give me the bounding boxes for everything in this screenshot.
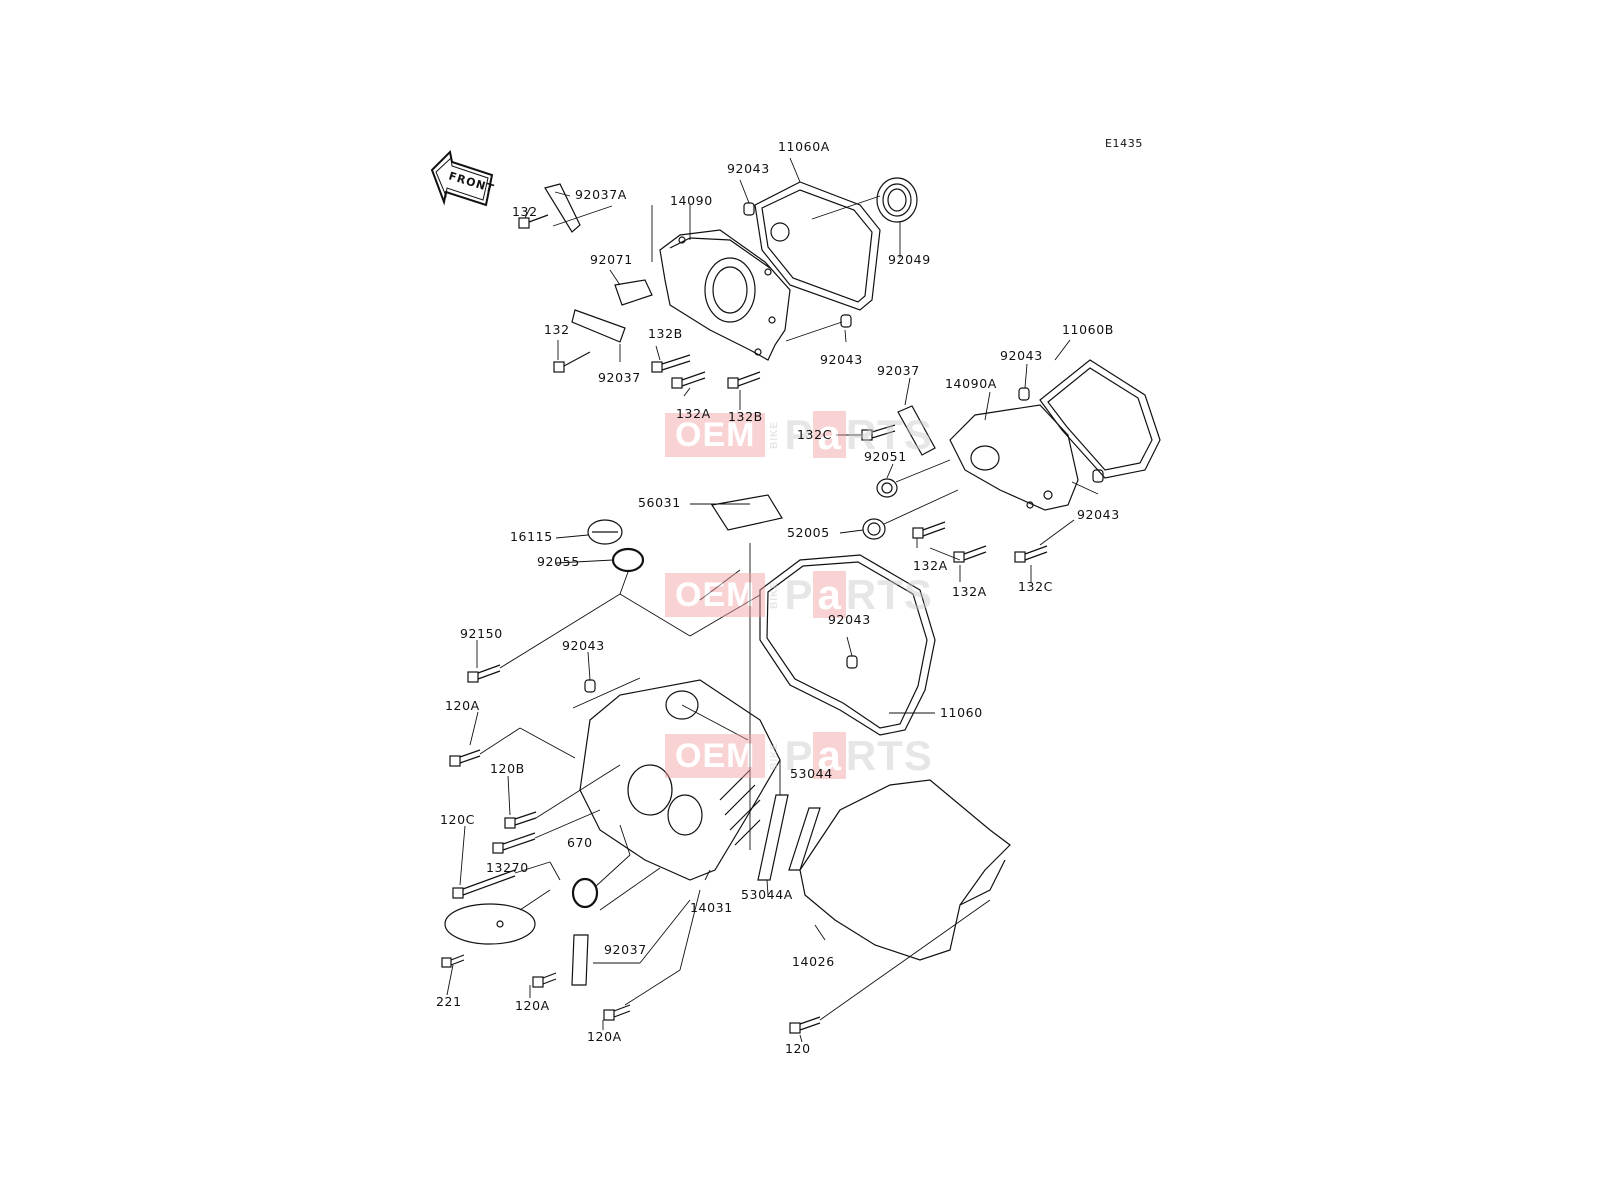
watermark: OEM BIKE PaRTS xyxy=(665,411,933,458)
cover-14090A-shape xyxy=(949,404,1079,511)
screw-221-shape xyxy=(441,954,465,968)
clamp-92037-shape xyxy=(897,405,936,456)
bolt-120C-shape xyxy=(492,832,536,854)
leader-lines xyxy=(446,157,1099,1043)
bolt-132A-shape xyxy=(953,545,987,563)
part-label[interactable]: 14090A xyxy=(945,376,997,391)
part-label[interactable]: 92150 xyxy=(460,626,503,641)
part-label[interactable]: 132 xyxy=(512,204,538,219)
bolt-132A-shape xyxy=(912,521,946,539)
bolt-92150-shape xyxy=(467,664,501,683)
o-ring-92055-shape xyxy=(611,547,645,573)
part-label[interactable]: 132C xyxy=(1018,579,1053,594)
part-label[interactable]: 92037 xyxy=(877,363,920,378)
clamp-92037-shape xyxy=(571,309,626,343)
part-label[interactable]: 120A xyxy=(515,998,550,1013)
part-label[interactable]: 132B xyxy=(648,326,683,341)
o-ring-670-shape xyxy=(571,877,599,909)
part-label[interactable]: 11060B xyxy=(1062,322,1114,337)
bolt-132B-shape xyxy=(727,371,761,389)
label-plate-56031-shape xyxy=(711,494,783,531)
bolt-132-shape xyxy=(553,351,591,373)
watermark: OEM BIKE PaRTS xyxy=(665,732,933,779)
plate-92071-shape xyxy=(614,279,653,306)
part-label[interactable]: 132A xyxy=(952,584,987,599)
part-label[interactable]: 14031 xyxy=(690,900,733,915)
part-label[interactable]: 11060 xyxy=(940,705,983,720)
dowel-pin-shape xyxy=(743,202,755,216)
part-label[interactable]: 92043 xyxy=(727,161,770,176)
part-label[interactable]: 53044 xyxy=(790,766,833,781)
part-label[interactable]: 132A xyxy=(913,558,948,573)
collar-92051-shape xyxy=(876,478,898,498)
part-label[interactable]: 92037 xyxy=(598,370,641,385)
cap-16115-shape xyxy=(587,519,623,545)
bolt-120A-shape xyxy=(532,972,557,988)
part-label[interactable]: 120A xyxy=(445,698,480,713)
part-label[interactable]: 92049 xyxy=(888,252,931,267)
dowel-pin-shape xyxy=(846,655,858,669)
gasket-11060-shape xyxy=(759,554,936,736)
bolt-120-shape xyxy=(789,1016,821,1034)
part-label[interactable]: 132B xyxy=(728,409,763,424)
bolt-120A-shape xyxy=(603,1004,631,1021)
clamp-92037A-shape xyxy=(544,183,581,233)
part-label[interactable]: 56031 xyxy=(638,495,681,510)
part-label[interactable]: 221 xyxy=(436,994,462,1009)
part-label[interactable]: 14090 xyxy=(670,193,713,208)
oil-seal-92049-shape xyxy=(876,177,918,223)
bolt-120C-shape xyxy=(452,869,516,899)
clamp-92037-low-shape xyxy=(571,934,589,986)
bolt-120A-shape xyxy=(449,749,481,767)
cover-13270-shape xyxy=(444,903,536,945)
bearing-52005-shape xyxy=(862,518,886,540)
dowel-pin-shape xyxy=(840,314,852,328)
bolt-132C-shape xyxy=(1014,545,1048,563)
watermark: OEM BIKE PaRTS xyxy=(665,571,933,618)
part-label[interactable]: 92043 xyxy=(1077,507,1120,522)
part-label[interactable]: 92043 xyxy=(820,352,863,367)
part-label[interactable]: 16115 xyxy=(510,529,553,544)
dowel-pin-shape xyxy=(1092,469,1104,483)
dowel-pin-shape xyxy=(1018,387,1030,401)
front-arrow-icon xyxy=(430,149,494,207)
part-label[interactable]: 132 xyxy=(544,322,570,337)
part-label[interactable]: 14026 xyxy=(792,954,835,969)
part-label[interactable]: 92037 xyxy=(604,942,647,957)
part-label[interactable]: 11060A xyxy=(778,139,830,154)
diagram-code: E1435 xyxy=(1105,137,1143,150)
dowel-pin-shape xyxy=(584,679,596,693)
part-label[interactable]: 670 xyxy=(567,835,593,850)
part-label[interactable]: 132A xyxy=(676,406,711,421)
part-label[interactable]: 92043 xyxy=(562,638,605,653)
bolt-132B-shape xyxy=(651,354,691,373)
part-label[interactable]: 92071 xyxy=(590,252,633,267)
bolt-120B-shape xyxy=(504,811,537,829)
part-label[interactable]: 120 xyxy=(785,1041,811,1056)
part-label[interactable]: 132C xyxy=(797,427,832,442)
bolt-132A-shape xyxy=(671,371,706,389)
part-label[interactable]: 52005 xyxy=(787,525,830,540)
part-label[interactable]: 120C xyxy=(440,812,475,827)
part-label[interactable]: 92043 xyxy=(1000,348,1043,363)
part-label[interactable]: 92055 xyxy=(537,554,580,569)
outer-cover-14026-shape xyxy=(799,779,1011,961)
part-label[interactable]: 120B xyxy=(490,761,525,776)
bolt-132-shape xyxy=(518,214,549,229)
part-label[interactable]: 53044A xyxy=(741,887,793,902)
inner-cover-14090-shape xyxy=(659,229,791,361)
part-label[interactable]: 92043 xyxy=(828,612,871,627)
gasket-11060A-shape xyxy=(754,181,881,311)
part-label[interactable]: 120A xyxy=(587,1029,622,1044)
part-label[interactable]: 92037A xyxy=(575,187,627,202)
part-label[interactable]: 92051 xyxy=(864,449,907,464)
part-label[interactable]: 13270 xyxy=(486,860,529,875)
gasket-11060B-shape xyxy=(1039,359,1161,479)
pipe-53044A-shape xyxy=(757,794,789,881)
